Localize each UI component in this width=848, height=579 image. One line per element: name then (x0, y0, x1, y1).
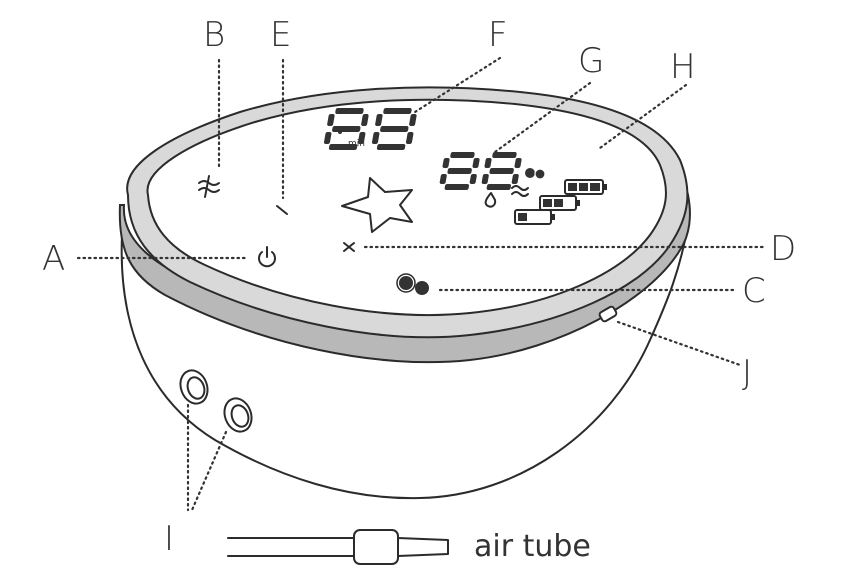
leader-h (598, 83, 688, 150)
leader-f (413, 56, 502, 114)
leader-j (616, 320, 742, 367)
callout-i: I (164, 519, 174, 559)
timer-digit-2 (371, 108, 417, 150)
callout-b: B (203, 15, 225, 55)
timer-dot (338, 130, 342, 134)
level-digit-2 (481, 152, 522, 190)
mode-button[interactable] (396, 273, 431, 297)
leader-i-2 (190, 430, 228, 512)
droplet-icon (484, 192, 497, 208)
timer-display (323, 108, 417, 150)
battery-medium-icon (539, 195, 580, 211)
mode-indicator-icon (525, 168, 546, 180)
air-tube-port-1 (179, 369, 209, 405)
plus-button[interactable] (343, 242, 355, 252)
battery-full-icon (564, 179, 607, 195)
callout-j: J (742, 353, 752, 393)
callout-h: H (670, 47, 696, 87)
pump-body (120, 224, 689, 500)
battery-low-icon (514, 209, 555, 225)
timer-digit-1 (323, 108, 369, 150)
power-button[interactable] (258, 246, 276, 268)
charging-port (598, 305, 618, 323)
minus-button[interactable] (276, 205, 288, 215)
pump-control-panel (146, 98, 667, 316)
callout-a: A (42, 239, 65, 279)
air-tube-port-2 (223, 397, 253, 433)
callout-d: D (770, 229, 796, 269)
massage-wave-icon (511, 185, 529, 197)
callout-f: F (488, 15, 508, 55)
suction-icon (198, 175, 220, 198)
callout-e: E (270, 15, 291, 55)
callout-g: G (578, 41, 604, 81)
timer-unit-label: min (348, 139, 365, 149)
level-display (439, 152, 522, 190)
star-mode-button[interactable] (341, 177, 413, 233)
air-tube-label: air tube (474, 529, 591, 564)
level-digit-1 (439, 152, 480, 190)
callout-c: C (742, 271, 766, 311)
air-tube (227, 529, 449, 565)
